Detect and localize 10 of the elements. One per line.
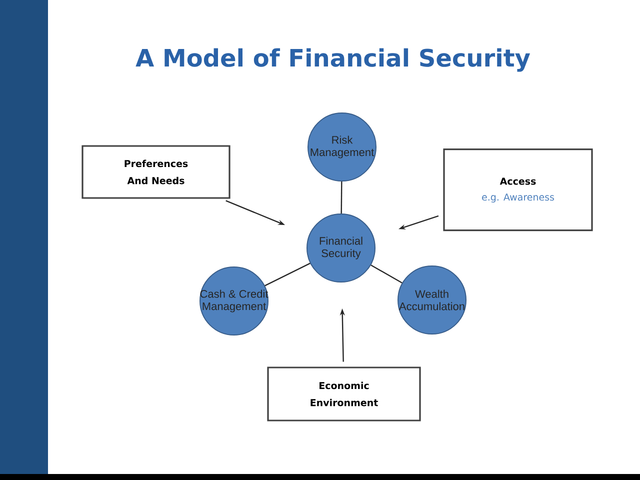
text-box: Economic Environment [267, 366, 421, 422]
circle-node: Risk Management [308, 112, 376, 182]
text-box: Preferences And Needs [82, 145, 230, 199]
connector-line [370, 264, 402, 284]
title: A Model of Financial Security [136, 48, 530, 72]
connector-line [264, 262, 310, 286]
connector-line [340, 182, 342, 214]
circle-node: Financial Security [306, 214, 376, 282]
text-box: Access e.g. Awareness [443, 148, 593, 232]
circle-node: Wealth Accumulation [398, 266, 466, 334]
